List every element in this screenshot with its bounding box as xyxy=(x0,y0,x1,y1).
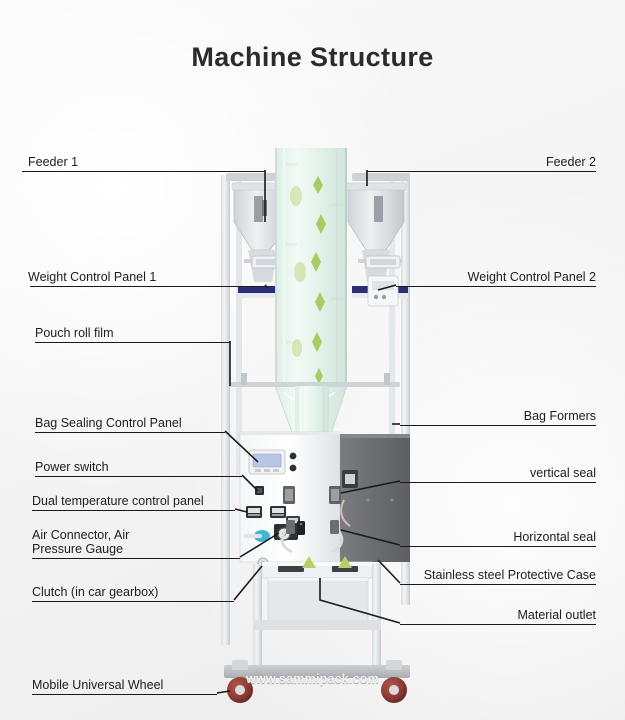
svg-text:fresh: fresh xyxy=(286,242,297,248)
callout-dual-temperature-control-panel: Dual temperature control panel xyxy=(32,479,235,511)
rule-weight-control-panel-2 xyxy=(396,286,596,287)
rule-bag-sealing-control-panel xyxy=(35,432,225,433)
mobile-universal-wheel-right xyxy=(381,660,407,703)
leader-clutch xyxy=(233,565,263,601)
callout-bag-formers: Bag Formers xyxy=(400,394,596,426)
top-beam-left xyxy=(226,173,286,181)
label-feeder-1: Feeder 1 xyxy=(28,155,79,169)
callout-clutch-car-gearbox: Clutch (in car gearbox) xyxy=(32,570,234,602)
leader-weight-control-panel-1 xyxy=(264,284,269,289)
callout-pouch-roll-film: Pouch roll film xyxy=(35,311,230,343)
rule-horizontal-seal xyxy=(400,546,596,547)
page-title: Machine Structure xyxy=(191,42,434,72)
rule-bag-formers xyxy=(400,425,596,426)
callout-mobile-universal-wheel: Mobile Universal Wheel xyxy=(32,663,217,695)
label-feeder-2: Feeder 2 xyxy=(545,155,596,169)
rule-weight-control-panel-1 xyxy=(30,286,265,287)
label-stainless-steel-protective-case: Stainless steel Protective Case xyxy=(423,568,596,582)
rule-power-switch xyxy=(35,476,242,477)
watermark: www.sammipack.com xyxy=(246,672,379,686)
rule-mobile-universal-wheel xyxy=(32,694,217,695)
svg-text:fresh: fresh xyxy=(287,162,298,168)
bag-sealing-control-panel xyxy=(248,449,297,475)
leader-protective-case xyxy=(377,559,401,584)
rule-clutch-car-gearbox xyxy=(32,601,234,602)
callout-horizontal-seal: Horizontal seal xyxy=(400,515,596,547)
pouch-roll-film: fresh pouch fresh pouch fresh xyxy=(275,148,347,386)
horizontal-seal-jaw xyxy=(280,520,344,554)
label-bag-formers: Bag Formers xyxy=(523,409,596,423)
leader-air-connector xyxy=(239,532,280,558)
callout-weight-control-panel-1: Weight Control Panel 1 xyxy=(28,255,265,287)
film-left-edge xyxy=(275,148,277,386)
former-collar xyxy=(230,382,400,387)
callout-weight-control-panel-2: Weight Control Panel 2 xyxy=(396,255,596,287)
leader-mobile-wheel xyxy=(216,690,231,694)
film-right-edge xyxy=(345,148,347,386)
callout-feeder-1: Feeder 1 xyxy=(22,140,265,172)
leader-vertical-seal xyxy=(340,480,401,494)
label-vertical-seal: vertical seal xyxy=(530,466,596,480)
leader-horizontal-seal xyxy=(340,529,401,546)
callout-material-outlet: Material outlet xyxy=(400,593,596,625)
leader-power-switch xyxy=(241,474,259,492)
label-clutch-car-gearbox: Clutch (in car gearbox) xyxy=(32,585,159,599)
rule-vertical-seal xyxy=(400,482,596,483)
leader-bag-sealing-control-panel xyxy=(224,430,259,463)
stainless-steel-protective-case xyxy=(340,434,410,562)
rule-dual-temperature-control-panel xyxy=(32,510,235,511)
label-weight-control-panel-1: Weight Control Panel 1 xyxy=(28,270,157,284)
label-material-outlet: Material outlet xyxy=(517,608,596,622)
callout-feeder-2: Feeder 2 xyxy=(367,140,596,172)
vertical-seal-jaw xyxy=(283,486,341,504)
label-horizontal-seal: Horizontal seal xyxy=(513,530,596,544)
leader-weight-control-panel-2 xyxy=(377,284,397,291)
rule-feeder-2 xyxy=(367,171,596,172)
label-pouch-roll-film: Pouch roll film xyxy=(35,326,114,340)
leader-dual-temperature xyxy=(234,508,248,513)
rule-material-outlet xyxy=(400,624,596,625)
callout-stainless-steel-protective-case: Stainless steel Protective Case xyxy=(400,553,596,585)
callout-bag-sealing-control-panel: Bag Sealing Control Panel xyxy=(35,401,225,433)
label-power-switch: Power switch xyxy=(35,460,109,474)
leader-material-outlet xyxy=(319,578,401,624)
callout-power-switch: Power switch xyxy=(35,445,242,477)
label-dual-temperature-control-panel: Dual temperature control panel xyxy=(32,494,204,508)
weight-control-panel-2 xyxy=(365,255,401,307)
svg-text:fresh: fresh xyxy=(287,340,298,346)
rule-air-connector-pressure-gauge xyxy=(32,558,240,559)
label-bag-sealing-control-panel: Bag Sealing Control Panel xyxy=(35,416,182,430)
rule-pouch-roll-film xyxy=(35,342,230,343)
power-switch xyxy=(255,486,264,495)
mobile-universal-wheel-left xyxy=(227,660,253,703)
rule-stainless-steel-protective-case xyxy=(400,584,596,585)
label-weight-control-panel-2: Weight Control Panel 2 xyxy=(467,270,596,284)
label-mobile-universal-wheel: Mobile Universal Wheel xyxy=(32,678,164,692)
base-bar xyxy=(224,665,410,678)
rule-feeder-1 xyxy=(22,171,265,172)
callout-vertical-seal: vertical seal xyxy=(400,451,596,483)
